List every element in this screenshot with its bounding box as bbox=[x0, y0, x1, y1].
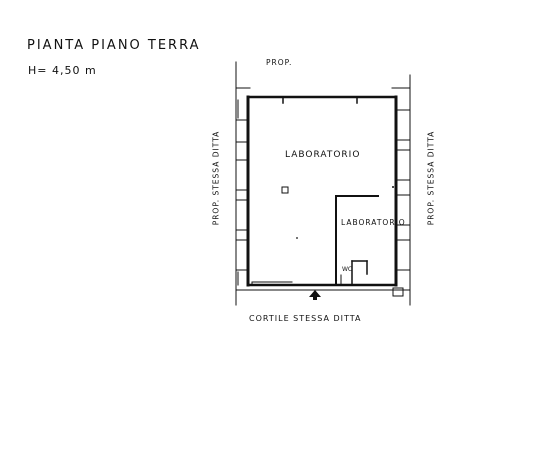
label-wc: WC bbox=[342, 266, 353, 273]
label-laboratorio-small: LABORATORIO bbox=[341, 218, 406, 227]
window-right-3 bbox=[395, 194, 411, 226]
label-prop-right: PROP. STESSA DITTA bbox=[426, 130, 436, 226]
window-right-4 bbox=[395, 239, 411, 271]
column-marker bbox=[281, 186, 289, 194]
window-left-1 bbox=[235, 119, 249, 143]
window-right-1 bbox=[395, 109, 411, 141]
plan-title: PIANTA PIANO TERRA bbox=[27, 38, 201, 53]
arrow-up-icon bbox=[309, 290, 321, 300]
label-prop-left: PROP. STESSA DITTA bbox=[211, 130, 221, 226]
window-right-2 bbox=[395, 149, 411, 181]
label-laboratorio-main: LABORATORIO bbox=[285, 150, 361, 160]
window-left-4 bbox=[235, 239, 249, 271]
window-left-3 bbox=[235, 199, 249, 231]
height-label: H= 4,50 m bbox=[28, 64, 97, 77]
label-cortile: CORTILE STESSA DITTA bbox=[249, 314, 362, 323]
label-prop-top: PROP. bbox=[266, 58, 293, 67]
window-left-2 bbox=[235, 159, 249, 191]
